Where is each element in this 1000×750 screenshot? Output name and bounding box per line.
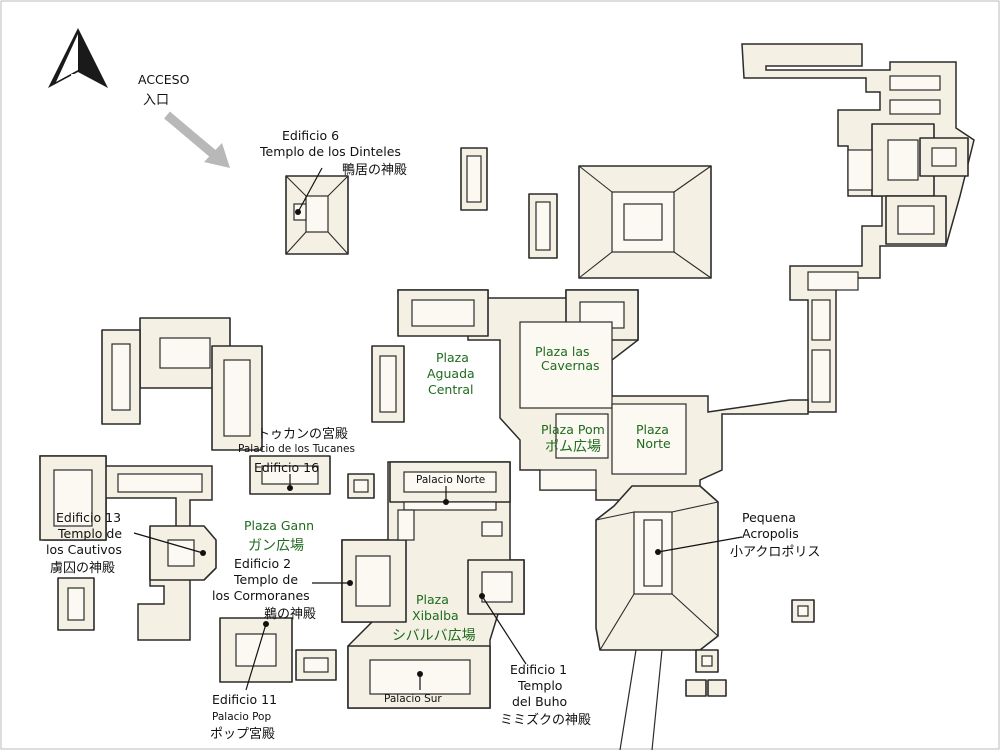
edificio11-l2: Palacio Pop (212, 711, 271, 723)
pequena-ja: 小アクロポリス (730, 545, 820, 560)
edificio11-ja: ポップ宮殿 (210, 726, 275, 742)
leader-lines (133, 167, 743, 691)
edificio1-ja: ミミズクの神殿 (500, 712, 591, 728)
arrow-icon (164, 111, 230, 168)
edificio1-l3: del Buho (512, 694, 567, 709)
plaza-aguada-l3: Central (428, 382, 474, 397)
building-small-north-1 (460, 147, 488, 211)
edificio2-l3: los Cormoranes (212, 588, 310, 603)
plaza-cavernas-l2: Cavernas (541, 358, 600, 373)
building-small-sw (295, 649, 337, 681)
edificio13-l3: los Cautivos (46, 542, 122, 557)
building-big-pyramid (578, 165, 712, 279)
building-west-small (57, 577, 95, 631)
edificio1-l2: Templo (517, 678, 562, 693)
plaza-cavernas-l1: Plaza las (535, 344, 590, 359)
north-letter: N (70, 73, 81, 88)
edificio2-label: Edificio 2 (234, 556, 291, 571)
edificio2-ja: 鵜の神殿 (264, 607, 316, 622)
plaza-pom-l1: Plaza Pom (541, 422, 605, 437)
edificio6-name: Templo de los Dinteles (259, 144, 401, 159)
edificio13-label: Edificio 13 (56, 510, 121, 525)
building-west-palace (101, 317, 263, 451)
plaza-aguada-l2: Aguada (427, 366, 475, 381)
plaza-xibalba-l2: Xibalba (412, 608, 459, 623)
plaza-aguada-l1: Plaza (436, 350, 469, 365)
palacio-norte-label: Palacio Norte (416, 474, 485, 486)
edificio6-ja: 鴨居の神殿 (342, 163, 407, 178)
building-ne-complex (741, 43, 975, 413)
north-arrow-icon: N (48, 28, 108, 88)
tucanes-es: Palacio de los Tucanes (238, 443, 355, 455)
building-edificio11 (219, 617, 293, 683)
building-edificio13-complex (39, 455, 217, 641)
plaza-norte-l1: Plaza (636, 422, 669, 437)
edificio1-label: Edificio 1 (510, 662, 567, 677)
building-small-north-2 (528, 193, 558, 259)
edificio16-label: Edificio 16 (254, 460, 319, 475)
access-label: ACCESO (138, 72, 190, 87)
building-small-mid (347, 473, 375, 499)
plaza-norte-l2: Norte (636, 436, 671, 451)
edificio6-label: Edificio 6 (282, 128, 339, 143)
plaza-gann-ja: ガン広場 (248, 538, 304, 554)
edificio2-l2: Templo de (233, 572, 298, 587)
edificio11-label: Edificio 11 (212, 692, 277, 707)
building-central-ring (397, 289, 809, 501)
plaza-gann-l1: Plaza Gann (244, 518, 314, 533)
edificio13-l2: Templo de (57, 526, 122, 541)
tucanes-ja: トゥカンの宮殿 (257, 426, 348, 442)
building-pequena-acropolis (595, 485, 719, 750)
plaza-xibalba-ja: シバルバ広場 (392, 628, 476, 644)
pequena-l2: Acropolis (742, 526, 799, 541)
pequena-l1: Pequena (742, 510, 796, 525)
building-aguada-west (371, 345, 405, 423)
access-label-ja: 入口 (143, 93, 169, 108)
building-xibalba-complex (341, 461, 525, 709)
plaza-xibalba-l1: Plaza (416, 592, 449, 607)
building-edificio6 (285, 175, 349, 255)
plaza-pom-ja: ポム広場 (545, 439, 601, 455)
building-small-se (685, 599, 815, 697)
edificio13-ja: 虜囚の神殿 (50, 561, 115, 576)
palacio-sur-label: Palacio Sur (384, 693, 442, 705)
